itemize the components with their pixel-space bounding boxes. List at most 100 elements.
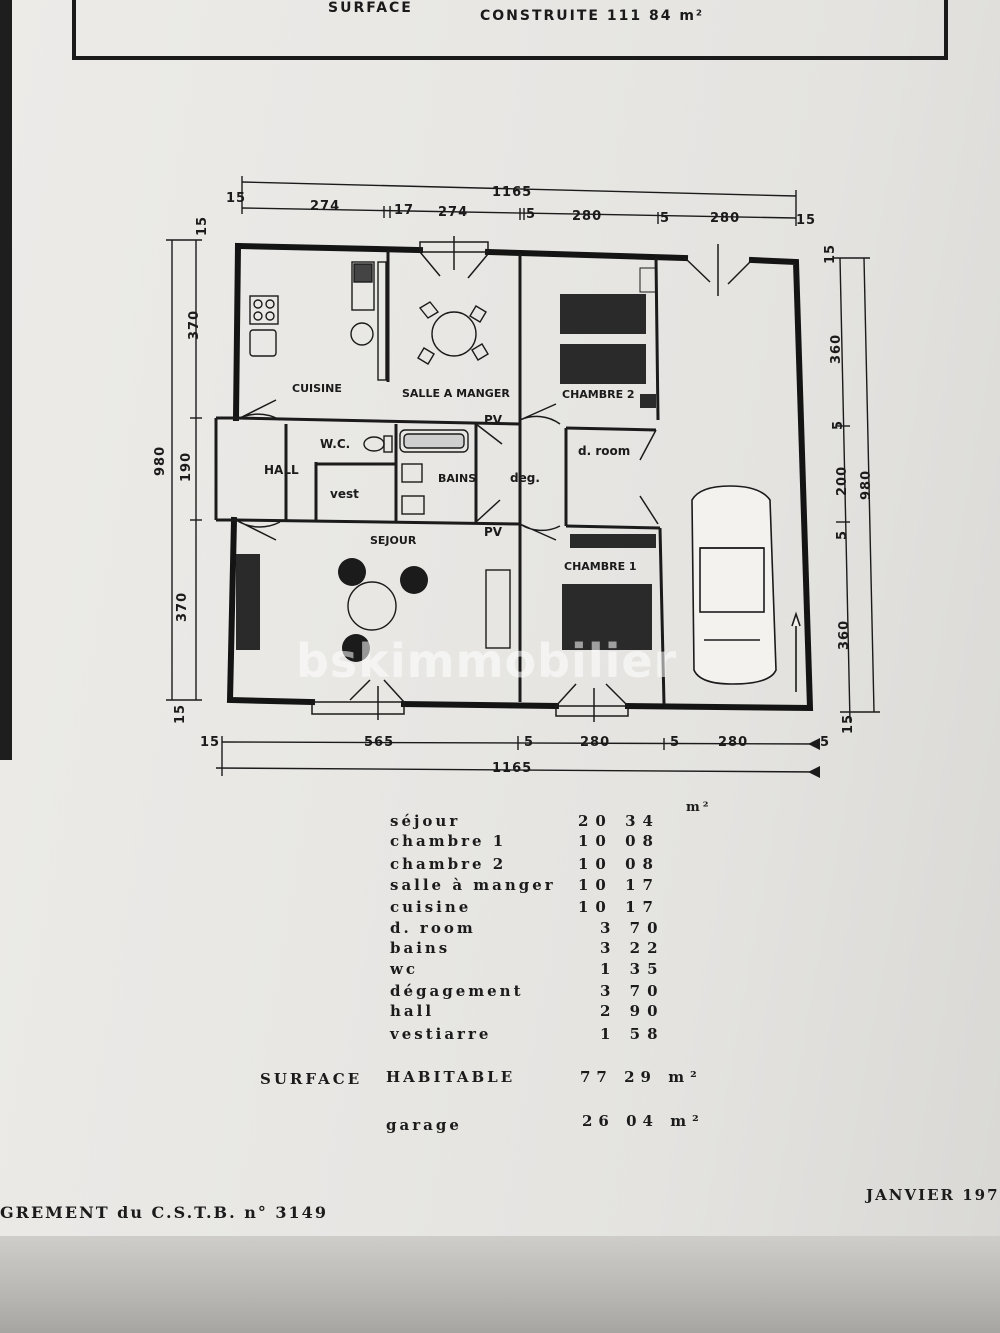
garage-car xyxy=(691,485,801,692)
label-pv-1: PV xyxy=(484,413,503,427)
dim-top-8: 280 xyxy=(710,211,740,226)
surface-habitable-label-1: SURFACE xyxy=(260,1070,363,1088)
dim-bottom-4: 280 xyxy=(580,735,610,750)
surface-label: SURFACE xyxy=(328,0,413,16)
dim-top-5: 5 xyxy=(526,207,536,222)
label-salle-a-manger: SALLE A MANGER xyxy=(402,387,510,400)
kitchen-fixtures xyxy=(249,261,387,381)
dining-table xyxy=(417,301,489,365)
title-frame xyxy=(72,0,948,60)
row-value: 10 08 xyxy=(578,855,660,873)
row-value: 10 17 xyxy=(578,898,660,916)
sejour-furniture xyxy=(236,554,511,662)
dim-top-3: 17 xyxy=(394,203,414,218)
row-value: 3 22 xyxy=(600,939,665,957)
garage-row: garage 26 04 m² xyxy=(386,1112,726,1138)
row-value: 2 90 xyxy=(600,1002,665,1020)
bedroom1-beds xyxy=(562,534,656,650)
dim-left-total: 980 xyxy=(153,446,168,476)
dim-left-3: 190 xyxy=(179,452,194,482)
row-name: bains xyxy=(390,939,451,957)
row-name: séjour xyxy=(390,812,461,830)
row-name: dégagement xyxy=(390,982,524,1000)
dim-top-1: 15 xyxy=(226,191,246,206)
row-unit: m² xyxy=(686,800,712,815)
paper-edge-shadow xyxy=(0,1236,1000,1333)
dimension-lines xyxy=(166,176,880,776)
row-value: 1 58 xyxy=(600,1025,665,1043)
table-row: dégagement 3 70 xyxy=(390,982,710,1004)
table-row: chambre 2 10 08 xyxy=(390,855,710,877)
label-cuisine: CUISINE xyxy=(292,382,342,395)
garage-value: 26 04 m² xyxy=(582,1112,705,1130)
floor-plan: 1165 15 274 17 274 5 280 5 280 15 15 565… xyxy=(153,176,880,778)
label-vest: vest xyxy=(330,487,359,501)
dim-top-total: 1165 xyxy=(492,185,532,200)
dim-left-5: 15 xyxy=(173,704,188,724)
dim-bottom-total: 1165 xyxy=(492,761,532,776)
label-deg: deg. xyxy=(510,471,540,485)
dim-bottom-1: 15 xyxy=(200,735,220,750)
table-row: salle à manger 10 17 xyxy=(390,876,710,898)
interior-walls xyxy=(214,250,666,705)
exterior-walls xyxy=(226,242,814,712)
label-sejour: SEJOUR xyxy=(370,534,417,547)
dim-bottom-3: 5 xyxy=(524,735,534,750)
label-chambre-2: CHAMBRE 2 xyxy=(562,388,635,401)
table-row: hall 2 90 xyxy=(390,1002,710,1024)
dim-left-2: 370 xyxy=(187,310,202,340)
table-row: d. room 3 70 xyxy=(390,919,710,941)
row-name: vestiarre xyxy=(390,1025,492,1043)
surface-habitable-value: 77 29 m² xyxy=(580,1068,703,1086)
row-value: 3 70 xyxy=(600,982,665,1000)
dim-bottom-6: 280 xyxy=(718,735,748,750)
label-hall: HALL xyxy=(264,463,299,477)
dim-top-4: 274 xyxy=(438,205,468,220)
dim-right-1: 15 xyxy=(823,244,838,264)
table-row: wc 1 35 xyxy=(390,960,710,982)
dim-right-6: 360 xyxy=(837,620,852,650)
row-name: chambre 2 xyxy=(390,855,507,873)
construite-label: CONSTRUITE 111 84 m² xyxy=(480,8,705,24)
row-value: 3 70 xyxy=(600,919,665,937)
left-border-bar xyxy=(0,0,12,760)
footer-date: JANVIER 197 xyxy=(866,1186,1000,1204)
row-value: 1 35 xyxy=(600,960,665,978)
row-name: hall xyxy=(390,1002,435,1020)
doors xyxy=(235,236,753,722)
bathroom-fixtures xyxy=(363,429,469,515)
dim-bottom-7: 5 xyxy=(820,735,830,750)
bedroom2-beds xyxy=(560,267,657,408)
surface-habitable-label-2: HABITABLE xyxy=(386,1068,516,1086)
table-row: vestiarre 1 58 xyxy=(390,1025,710,1047)
row-name: chambre 1 xyxy=(390,832,507,850)
dim-bottom-5: 5 xyxy=(670,735,680,750)
table-row: cuisine 10 17 xyxy=(390,898,710,920)
row-name: salle à manger xyxy=(390,876,556,894)
label-pv-2: PV xyxy=(484,525,503,539)
dim-top-2: 274 xyxy=(310,199,340,214)
dim-right-4: 200 xyxy=(835,466,850,496)
dim-right-2: 360 xyxy=(829,334,844,364)
dim-right-5: 5 xyxy=(835,530,850,540)
row-value: 10 17 xyxy=(578,876,660,894)
label-bains: BAINS xyxy=(438,472,476,485)
dim-right-3: 5 xyxy=(831,420,846,430)
dim-right-total: 980 xyxy=(859,470,874,500)
row-name: cuisine xyxy=(390,898,472,916)
dim-left-1: 15 xyxy=(195,216,210,236)
table-row: bains 3 22 xyxy=(390,939,710,961)
footer-agrement: GREMENT du C.S.T.B. n° 3149 xyxy=(0,1203,328,1222)
dimension-end-marks xyxy=(808,738,820,778)
dim-top-7: 5 xyxy=(660,211,670,226)
row-value: 20 34 xyxy=(578,812,660,830)
dim-bottom-2: 565 xyxy=(364,735,394,750)
row-value: 10 08 xyxy=(578,832,660,850)
surface-habitable-row: SURFACE HABITABLE 77 29 m² xyxy=(260,1068,720,1096)
row-name: d. room xyxy=(390,919,476,937)
table-row: chambre 1 10 08 xyxy=(390,832,710,854)
dim-top-9: 15 xyxy=(796,213,816,228)
dim-top-6: 280 xyxy=(572,209,602,224)
